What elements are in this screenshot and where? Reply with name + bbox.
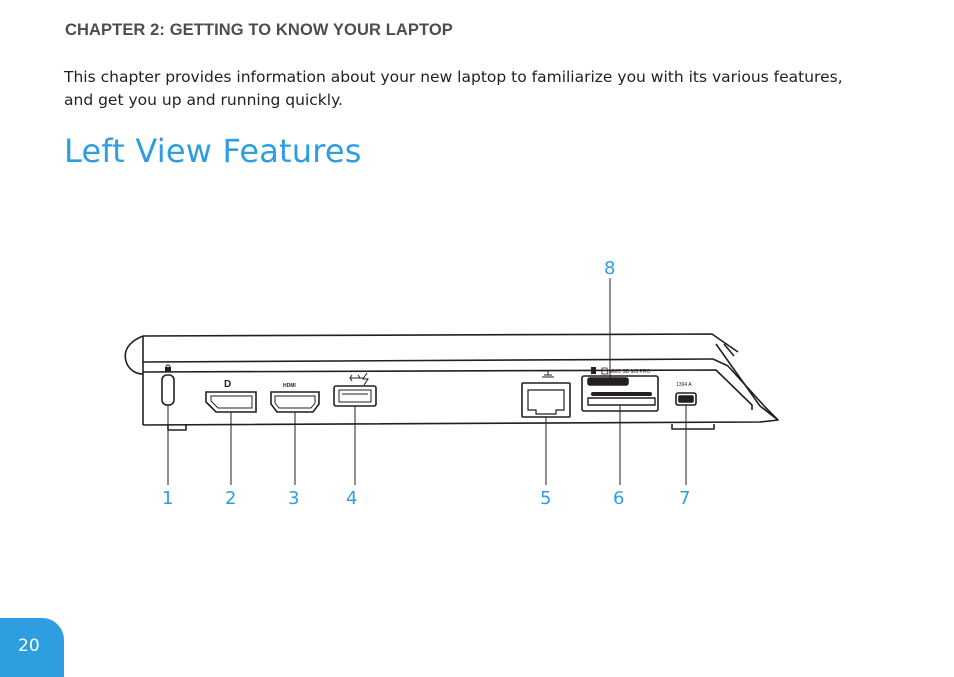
page-number: 20 <box>18 636 40 656</box>
usb-esata-connector <box>333 372 377 407</box>
esata-lightning-icon <box>362 372 369 386</box>
callout-7: 7 <box>679 488 690 509</box>
displayport-connector: D <box>205 379 257 413</box>
chapter-heading: CHAPTER 2: GETTING TO KNOW YOUR LAPTOP <box>65 21 453 39</box>
callout-8: 8 <box>604 258 615 279</box>
callout-6: 6 <box>613 488 624 509</box>
callout-3: 3 <box>288 488 299 509</box>
callout-1: 1 <box>162 488 173 509</box>
hdmi-connector <box>270 391 320 413</box>
ieee1394-label: 1394 A <box>676 382 692 388</box>
media-card-reader <box>581 367 659 412</box>
intro-paragraph: This chapter provides information about … <box>64 68 843 109</box>
network-icon <box>542 370 554 378</box>
hdmi-label: HDMI <box>283 383 296 389</box>
section-title: Left View Features <box>64 132 362 170</box>
memory-card-icon <box>601 367 609 375</box>
sim-card-icon <box>591 367 596 374</box>
card-reader-label: MMC SD MS PRO <box>609 369 651 375</box>
network-connector <box>521 370 571 418</box>
ieee1394-connector <box>675 392 697 406</box>
callout-5: 5 <box>540 488 551 509</box>
callout-4: 4 <box>346 488 357 509</box>
callout-leader-lines <box>167 278 687 485</box>
displayport-icon: D <box>224 379 231 390</box>
laptop-body <box>124 333 779 431</box>
page-number-tab <box>0 618 64 677</box>
security-lock-slot <box>161 364 175 406</box>
callout-2: 2 <box>225 488 236 509</box>
